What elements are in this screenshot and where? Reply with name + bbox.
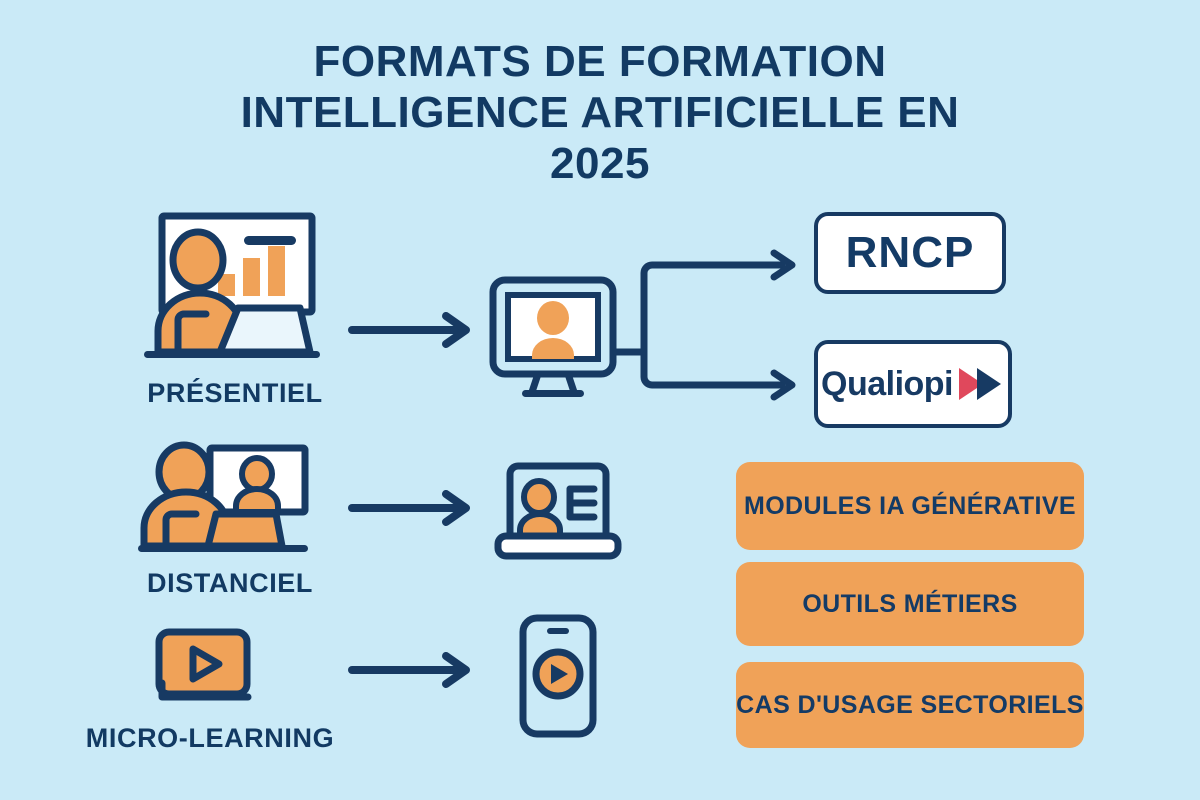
desktop-monitor-person-icon [488, 276, 618, 404]
rncp-label: RNCP [845, 228, 975, 277]
remote-video-call-icon [130, 441, 330, 564]
branch-connector-to-certifications [612, 245, 814, 405]
module-pill-cas-usage-sectoriels[interactable]: CAS D'USAGE SECTORIELS [736, 662, 1084, 748]
laptop-person-text-icon [494, 460, 622, 564]
format-label-distanciel: DISTANCIEL [147, 568, 313, 598]
arrow-distanciel-to-laptop [348, 486, 476, 530]
title-line-3: 2025 [550, 139, 650, 189]
video-lesson-laptop-icon [150, 628, 260, 718]
module-pill-label: CAS D'USAGE SECTORIELS [736, 690, 1084, 719]
rncp-box[interactable]: RNCP [814, 212, 1006, 294]
arrow-microlearning-to-phone [348, 648, 476, 692]
title-line-2: INTELLIGENCE ARTIFICIELLE EN [240, 88, 960, 138]
format-label-micro-learning: MICRO-LEARNING [85, 723, 335, 753]
module-pill-modules-ia-generative[interactable]: MODULES IA GÉNÉRATIVE [736, 462, 1084, 550]
format-label-presentiel: PRÉSENTIEL [147, 378, 323, 408]
title-line-1: FORMATS DE FORMATION [313, 37, 887, 86]
module-pill-outils-metiers[interactable]: OUTILS MÉTIERS [736, 562, 1084, 646]
module-pill-label: MODULES IA GÉNÉRATIVE [743, 491, 1077, 520]
arrow-presentiel-to-desktop [348, 308, 476, 352]
qualiopi-label: Qualiopi [821, 364, 954, 403]
page-title: FORMATS DE FORMATION INTELLIGENCE ARTIFI… [0, 36, 1200, 189]
qualiopi-box[interactable]: Qualiopi [814, 340, 1012, 428]
qualiopi-chevron-icon [957, 362, 1005, 406]
classroom-presenter-icon [140, 212, 330, 362]
smartphone-play-icon [518, 614, 598, 738]
module-pill-label: OUTILS MÉTIERS [802, 589, 1018, 618]
